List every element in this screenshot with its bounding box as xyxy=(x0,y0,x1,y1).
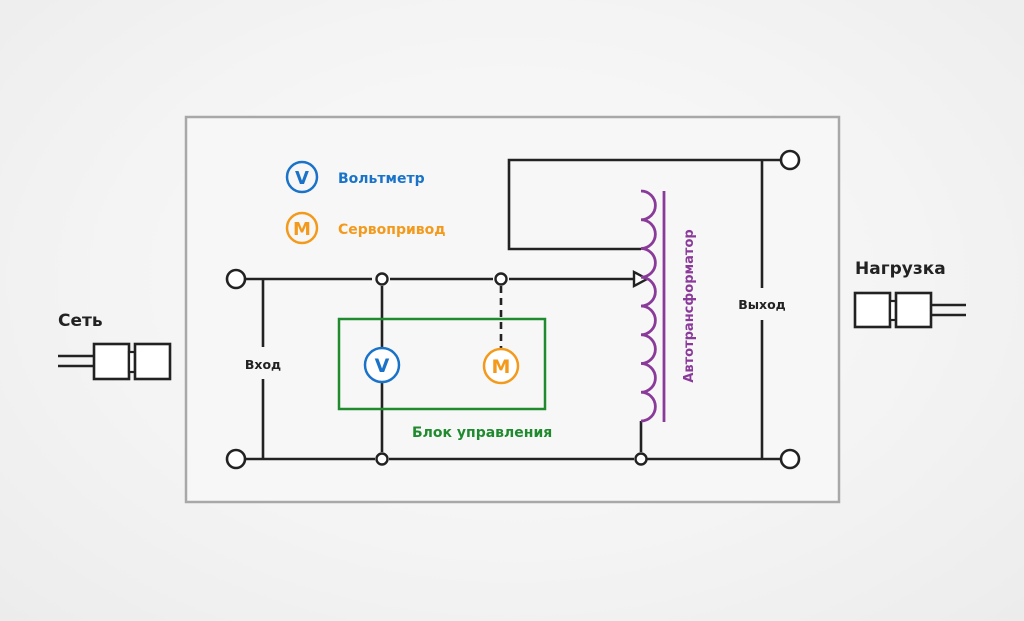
legend: V Вольтметр M Сервопривод xyxy=(285,160,446,245)
output-terminal-bottom xyxy=(779,448,801,470)
servo-motor-icon xyxy=(482,347,520,385)
socket-body xyxy=(133,342,172,381)
voltmeter-symbol: V xyxy=(375,355,390,377)
socket-body xyxy=(853,291,892,329)
output-terminal-top xyxy=(779,149,801,171)
slider-arrow-icon xyxy=(632,269,650,289)
voltmeter-icon xyxy=(363,346,401,384)
legend-voltmeter: V Вольтметр xyxy=(285,160,425,194)
control-block-label: Блок управления xyxy=(412,425,552,441)
servo-legend-label: Сервопривод xyxy=(338,222,446,238)
junction-node xyxy=(494,272,508,286)
input-terminal-bottom xyxy=(225,448,247,470)
autotransformer: Автотрансформатор xyxy=(640,189,697,423)
servo-legend-symbol: M xyxy=(293,219,311,240)
control-block-frame xyxy=(337,317,547,411)
mains-label: Сеть xyxy=(58,311,103,331)
plug-body xyxy=(92,342,131,381)
control-block: V M Блок управления xyxy=(337,317,552,441)
legend-servo: M Сервопривод xyxy=(285,211,446,245)
autotransformer-label: Автотрансформатор xyxy=(682,229,697,382)
voltmeter-legend-label: Вольтметр xyxy=(338,171,425,187)
servo-symbol: M xyxy=(492,356,511,378)
servo-icon xyxy=(285,211,319,245)
junction-node xyxy=(375,272,389,286)
output-loop-wire xyxy=(507,158,781,251)
output-label: Выход xyxy=(738,297,786,312)
mains-plug: Сеть xyxy=(58,311,172,381)
wiring xyxy=(245,158,781,461)
stabilizer-enclosure xyxy=(184,115,841,504)
voltmeter-legend-symbol: V xyxy=(295,168,309,189)
junction-node xyxy=(634,452,648,466)
plug-body xyxy=(894,291,933,329)
junction-node xyxy=(375,452,389,466)
input-terminal-top xyxy=(225,268,247,290)
input-label: Вход xyxy=(245,357,281,372)
terminals xyxy=(225,149,801,470)
voltmeter-icon xyxy=(285,160,319,194)
load-plug: Нагрузка xyxy=(853,259,966,329)
load-label: Нагрузка xyxy=(855,259,946,279)
autotransformer-coil xyxy=(640,189,657,423)
